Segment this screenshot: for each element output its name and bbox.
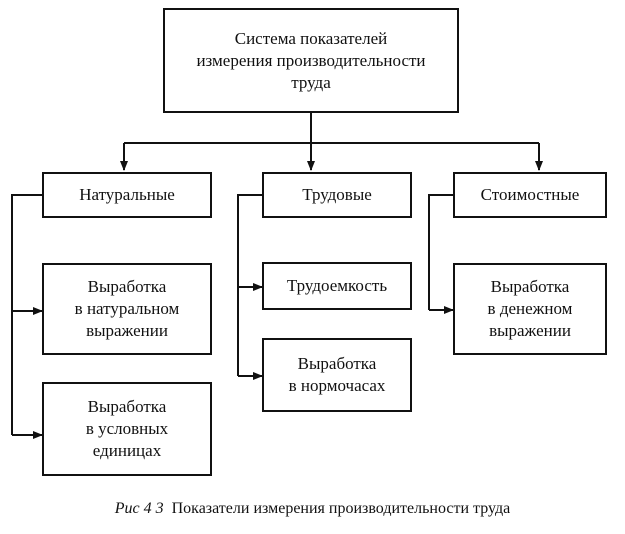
natural-item-1-label: Выработка в натуральном выражении [74, 277, 180, 340]
root-label: Система показателей измерения производит… [196, 28, 426, 92]
figure-number: Рис 4 3 [114, 500, 164, 517]
cost-item-1-box: Выработка в денежном выражении [453, 263, 607, 355]
figure-title: Показатели измерения производительности … [171, 500, 511, 517]
category-cost-box: Стоимостные [453, 172, 607, 218]
labor-item-1-label: Трудоемкость [286, 276, 388, 295]
labor-item-2-box: Выработка в нормочасах [262, 338, 412, 412]
labor-item-2-label: Выработка в нормочасах [288, 354, 386, 395]
category-labor-label: Трудовые [302, 185, 372, 204]
labor-item-1-box: Трудоемкость [262, 262, 412, 310]
labor-side-line [237, 194, 262, 376]
category-labor-box: Трудовые [262, 172, 412, 218]
root-box: Система показателей измерения производит… [163, 8, 459, 113]
cost-side-line [428, 194, 453, 310]
figure-caption: Рис 4 3 Показатели измерения производител… [0, 500, 625, 518]
category-natural-label: Натуральные [79, 185, 175, 204]
natural-item-2-box: Выработка в условных единицах [42, 382, 212, 476]
natural-item-1-box: Выработка в натуральном выражении [42, 263, 212, 355]
category-cost-label: Стоимостные [480, 185, 580, 204]
cost-item-1-label: Выработка в денежном выражении [487, 277, 573, 340]
category-natural-box: Натуральные [42, 172, 212, 218]
natural-side-line [11, 194, 42, 435]
natural-item-2-label: Выработка в условных единицах [85, 397, 169, 460]
